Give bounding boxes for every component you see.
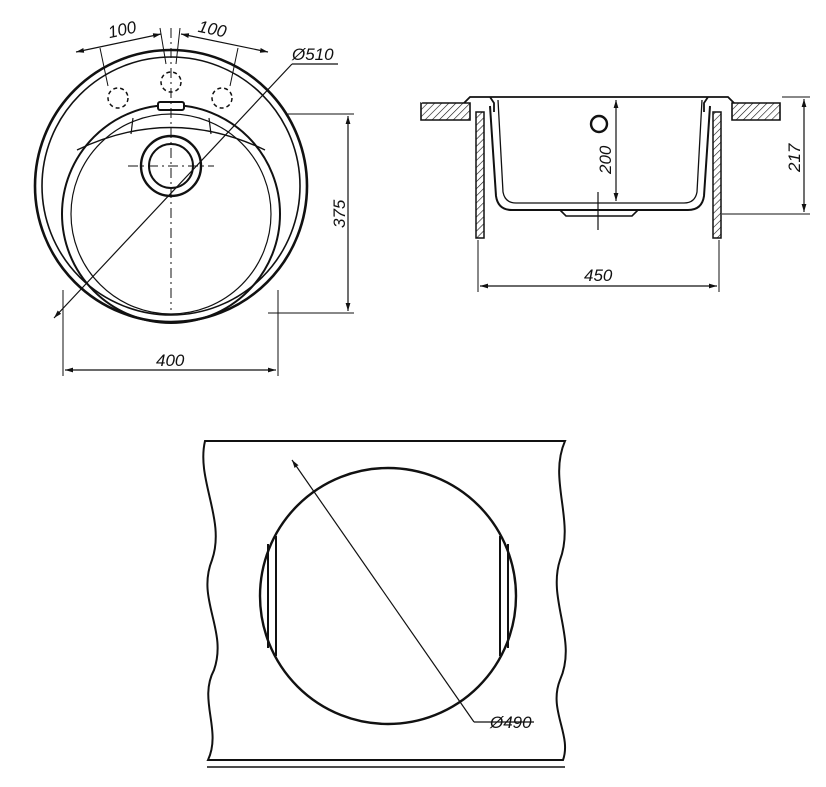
dim-width-400: 400	[156, 351, 185, 370]
dim-width-450: 450	[584, 266, 613, 285]
diameter-510-leader	[53, 63, 293, 319]
dim-line-100-right	[180, 33, 269, 53]
dim-height-217: 217	[785, 143, 804, 173]
dim-line-100-left	[75, 33, 162, 53]
side-view: 200 217 450	[420, 96, 810, 292]
drain-bottom	[559, 209, 639, 217]
bowl-side-outer	[489, 105, 711, 211]
tap-hole-right	[211, 87, 233, 109]
overflow-hole	[589, 114, 609, 134]
dim-depth-375: 375	[330, 199, 349, 228]
tap-hole-left	[107, 87, 129, 109]
cabinet-wall-right	[712, 111, 722, 239]
bowl-side-inner	[497, 99, 703, 204]
bowl-ledge	[76, 126, 266, 151]
cutout-template: Ø490	[202, 440, 567, 768]
dim-spacing-100-left: 100	[106, 18, 138, 43]
dim-diameter-490: Ø490	[489, 713, 532, 732]
dim-bowl-depth-200: 200	[596, 145, 615, 175]
diameter-490-leader	[291, 459, 475, 723]
top-view: Ø510 100 100 375 400	[33, 17, 354, 376]
countertop-left	[420, 102, 471, 121]
dim-diameter-510: Ø510	[291, 45, 334, 64]
sink-flange	[463, 96, 735, 112]
cutout-circle	[258, 466, 518, 726]
cabinet-wall-left	[475, 111, 485, 239]
countertop-outline	[202, 440, 567, 761]
countertop-right	[731, 102, 781, 121]
